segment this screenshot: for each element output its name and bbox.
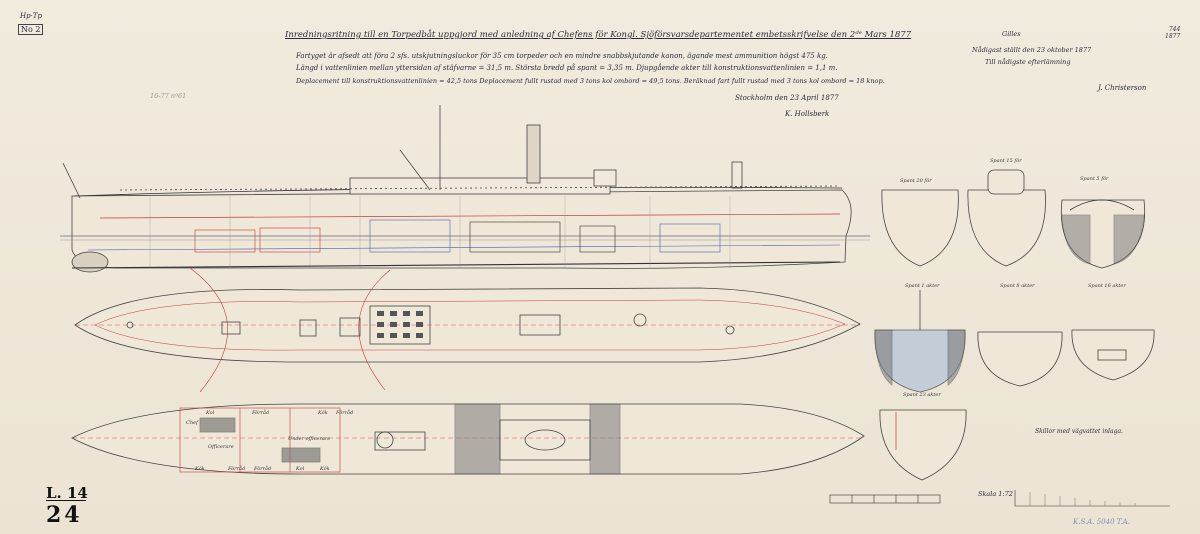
place-date: Stockholm den 23 April 1877 [735, 94, 839, 102]
corner-note: Hp·Tp [20, 12, 42, 20]
archive-letter: L. 14 [46, 484, 88, 502]
section-label: Spant 15 för [990, 158, 1022, 164]
armor-note: Skillor med vägvattet inlaga. [1035, 428, 1123, 435]
scale-bars [829, 490, 1170, 507]
hold-plan [71, 403, 865, 475]
side-elevation [60, 105, 870, 273]
spec-line-2: Längd i vattenlinien mellan yttersidan a… [296, 64, 838, 72]
room-label: Kök [318, 410, 328, 416]
section-label: Spant 16 akter [1088, 283, 1126, 289]
approval-signature: J. Christerson [1098, 84, 1147, 92]
approval-word: Gilles [1002, 30, 1021, 38]
cross-sections [874, 169, 1155, 481]
room-label: Förråd [336, 410, 354, 416]
section-label: Spant 1 akter [905, 283, 940, 289]
room-label: Förråd [228, 466, 246, 472]
room-label: Under officerare [288, 436, 331, 442]
spec-line-1: Fartyget är afsedt att föra 2 sfs. utskj… [296, 52, 828, 60]
archive-divider [46, 500, 86, 501]
spec-line-3: Deplacement till konstruktionsvattenlini… [296, 77, 885, 85]
deck-plan [74, 267, 861, 393]
ref-line-1: 744 [1168, 26, 1181, 33]
archive-number: 24 [46, 502, 83, 528]
room-label: Kol [296, 466, 305, 472]
room-label: Kök [195, 466, 205, 472]
ref-line-2: 1877 [1165, 33, 1181, 40]
room-label: Förråd [254, 466, 272, 472]
room-label: Chef [186, 420, 198, 426]
corner-mark: No 2 [18, 24, 44, 35]
archive-stamp: K.S.A. 5040 T.A. [1073, 518, 1130, 526]
section-label: Spant 8 akter [1000, 283, 1035, 289]
room-label: Kök [320, 466, 330, 472]
room-label: Kol [206, 410, 215, 416]
drawing-title: Inredningsritning till en Torpedbåt uppg… [285, 30, 912, 40]
room-label: Officerare [208, 444, 234, 450]
scale-label: Skala 1:72 [978, 490, 1013, 498]
author-signature: K. Hollsberk [785, 110, 830, 118]
approval-line-2: Till nådigste efterlämning [985, 58, 1071, 66]
approval-line-1: Nådigast ställt den 23 oktober 1877 [972, 46, 1092, 54]
reference-number: 744 1877 [1165, 26, 1180, 40]
pencil-note: 16-77 nº61 [150, 92, 187, 100]
room-label: Förråd [252, 410, 270, 416]
section-label: Spant 20 för [900, 178, 932, 184]
section-label: Spant 5 för [1080, 176, 1109, 182]
section-label: Spant 23 akter [903, 392, 941, 398]
